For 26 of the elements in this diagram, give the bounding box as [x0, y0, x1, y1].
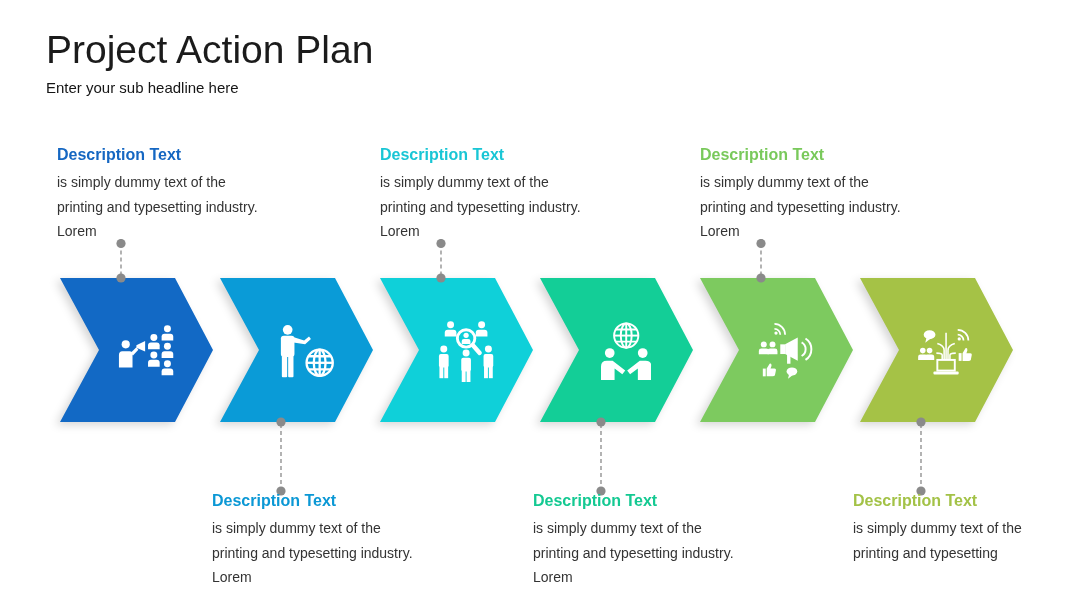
process-step [380, 278, 533, 422]
leader-line [756, 238, 766, 283]
step-heading: Description Text [853, 491, 978, 511]
step-heading: Description Text [212, 491, 337, 511]
process-step [220, 278, 373, 422]
step-heading: Description Text [700, 145, 825, 165]
process-step [540, 278, 693, 422]
process-step [60, 278, 213, 422]
slide-subtitle: Enter your sub headline here [46, 78, 239, 98]
leader-line [116, 238, 126, 283]
step-description: is simply dummy text of the printing and typesetting industry. Lorem [700, 173, 902, 241]
step-description: is simply dummy text of the printing and typesetting industry. Lorem [57, 173, 259, 241]
leader-line [276, 417, 286, 496]
process-step [700, 278, 853, 422]
step-description: is simply dummy text of the printing and typesetting [853, 519, 1023, 563]
process-step [860, 278, 1013, 422]
leader-line [916, 417, 926, 496]
step-description: is simply dummy text of the printing and typesetting industry. Lorem [533, 519, 735, 587]
leader-line [436, 238, 446, 283]
step-description: is simply dummy text of the printing and typesetting industry. Lorem [380, 173, 582, 241]
step-heading: Description Text [57, 145, 182, 165]
slide-title: Project Action Plan [46, 27, 374, 73]
leader-line [596, 417, 606, 496]
step-heading: Description Text [533, 491, 658, 511]
step-description: is simply dummy text of the printing and typesetting industry. Lorem [212, 519, 414, 587]
step-heading: Description Text [380, 145, 505, 165]
